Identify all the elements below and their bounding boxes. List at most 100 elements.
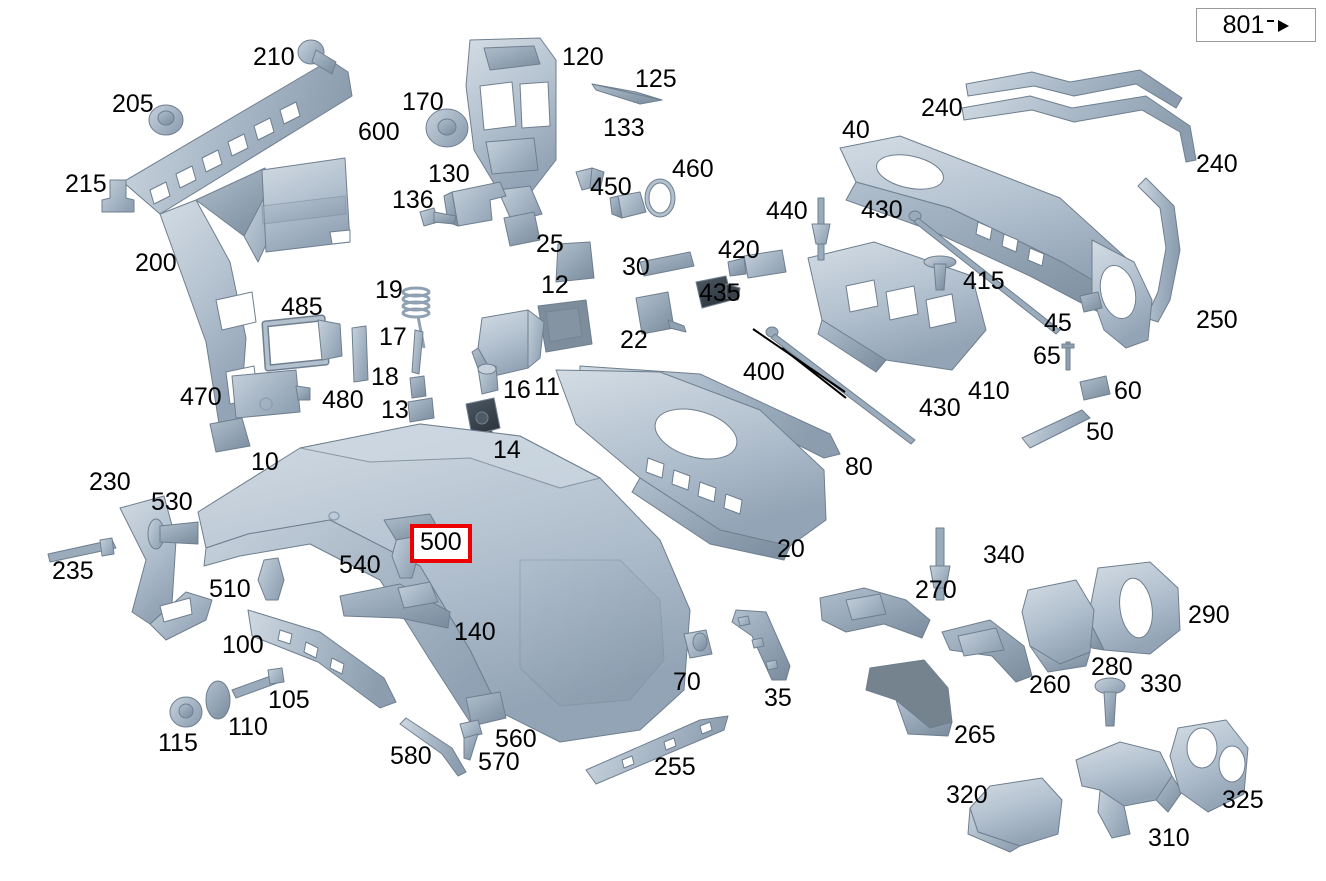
callout-460[interactable]: 460 [672,155,714,183]
callout-510[interactable]: 510 [209,575,251,603]
callout-70[interactable]: 70 [673,668,701,696]
part-240b [961,95,1197,163]
callout-540[interactable]: 540 [339,551,381,579]
callout-570[interactable]: 570 [478,748,520,776]
callout-400[interactable]: 400 [743,358,785,386]
callout-600[interactable]: 600 [358,118,400,146]
callout-435[interactable]: 435 [699,279,741,307]
callout-130[interactable]: 130 [428,160,470,188]
part-600 [261,157,351,253]
callout-440[interactable]: 440 [766,197,808,225]
callout-485[interactable]: 485 [281,293,323,321]
arrow-right-icon [1278,20,1290,32]
part-20 [555,369,827,561]
part-45 [1079,291,1103,313]
part-125 [591,83,663,105]
callout-12[interactable]: 12 [541,271,569,299]
callout-110[interactable]: 110 [228,713,268,741]
callout-14[interactable]: 14 [493,436,521,464]
callout-25[interactable]: 25 [536,230,564,258]
part-205 [148,104,184,136]
callout-170[interactable]: 170 [402,88,444,116]
group-number-box[interactable]: 801 [1196,8,1316,42]
callout-210[interactable]: 210 [253,43,295,71]
callout-136[interactable]: 136 [392,186,434,214]
callout-200[interactable]: 200 [135,249,177,277]
callout-16[interactable]: 16 [503,376,531,404]
callout-500[interactable]: 500 [410,524,472,563]
callout-270[interactable]: 270 [915,576,957,604]
part-510 [257,557,285,601]
callout-20[interactable]: 20 [777,535,805,563]
part-17 [411,329,424,375]
callout-420[interactable]: 420 [718,236,760,264]
callout-13[interactable]: 13 [381,396,409,424]
callout-250[interactable]: 250 [1196,306,1238,334]
callout-115[interactable]: 115 [158,729,198,757]
callout-40[interactable]: 40 [842,116,870,144]
callout-415[interactable]: 415 [963,267,1005,295]
callout-80[interactable]: 80 [845,453,873,481]
part-100 [247,609,397,709]
callout-310[interactable]: 310 [1148,824,1190,852]
part-410 [807,241,987,373]
callout-450[interactable]: 450 [590,173,632,201]
part-440 [811,197,831,261]
callout-560[interactable]: 560 [495,725,537,753]
callout-235[interactable]: 235 [52,557,94,585]
callout-35[interactable]: 35 [764,684,792,712]
callout-17[interactable]: 17 [379,323,407,351]
callout-430a[interactable]: 430 [861,196,903,224]
callout-280[interactable]: 280 [1091,653,1133,681]
callout-100[interactable]: 100 [222,631,264,659]
callout-215[interactable]: 215 [65,170,107,198]
callout-50[interactable]: 50 [1086,418,1114,446]
part-530 [147,518,199,550]
callout-530[interactable]: 530 [151,488,193,516]
callout-240b[interactable]: 240 [1196,150,1238,178]
part-420 [727,249,787,279]
callout-18[interactable]: 18 [371,363,399,391]
callout-330[interactable]: 330 [1140,670,1182,698]
callout-260[interactable]: 260 [1029,671,1071,699]
part-16 [477,363,499,395]
callout-410[interactable]: 410 [968,377,1010,405]
callout-120[interactable]: 120 [562,43,604,71]
callout-140[interactable]: 140 [454,618,496,646]
callout-11[interactable]: 11 [534,373,560,401]
callout-325[interactable]: 325 [1222,786,1264,814]
part-215 [101,179,135,213]
callout-125[interactable]: 125 [635,65,677,93]
callout-470[interactable]: 470 [180,383,222,411]
callout-265[interactable]: 265 [954,721,996,749]
callout-240a[interactable]: 240 [921,94,963,122]
callout-30[interactable]: 30 [622,253,650,281]
callout-133[interactable]: 133 [603,114,645,142]
callout-320[interactable]: 320 [946,781,988,809]
part-70 [683,629,713,659]
callout-205[interactable]: 205 [112,90,154,118]
callout-60[interactable]: 60 [1114,377,1142,405]
callout-255[interactable]: 255 [654,753,696,781]
callout-340[interactable]: 340 [983,541,1025,569]
callout-430b[interactable]: 430 [919,394,961,422]
callout-290[interactable]: 290 [1188,601,1230,629]
part-13 [407,397,435,423]
callout-45[interactable]: 45 [1044,309,1072,337]
callout-105[interactable]: 105 [268,686,310,714]
callout-10[interactable]: 10 [251,448,279,476]
part-210 [297,39,337,75]
part-105 [231,667,285,699]
callout-230[interactable]: 230 [89,468,131,496]
part-460 [644,178,676,218]
callout-580[interactable]: 580 [390,742,432,770]
part-480 [351,325,369,383]
part-50 [1021,409,1091,449]
callout-19[interactable]: 19 [375,276,403,304]
part-110 [205,680,231,720]
callout-65[interactable]: 65 [1033,342,1061,370]
part-10 [197,423,691,743]
callout-22[interactable]: 22 [620,326,648,354]
callout-480[interactable]: 480 [322,386,364,414]
